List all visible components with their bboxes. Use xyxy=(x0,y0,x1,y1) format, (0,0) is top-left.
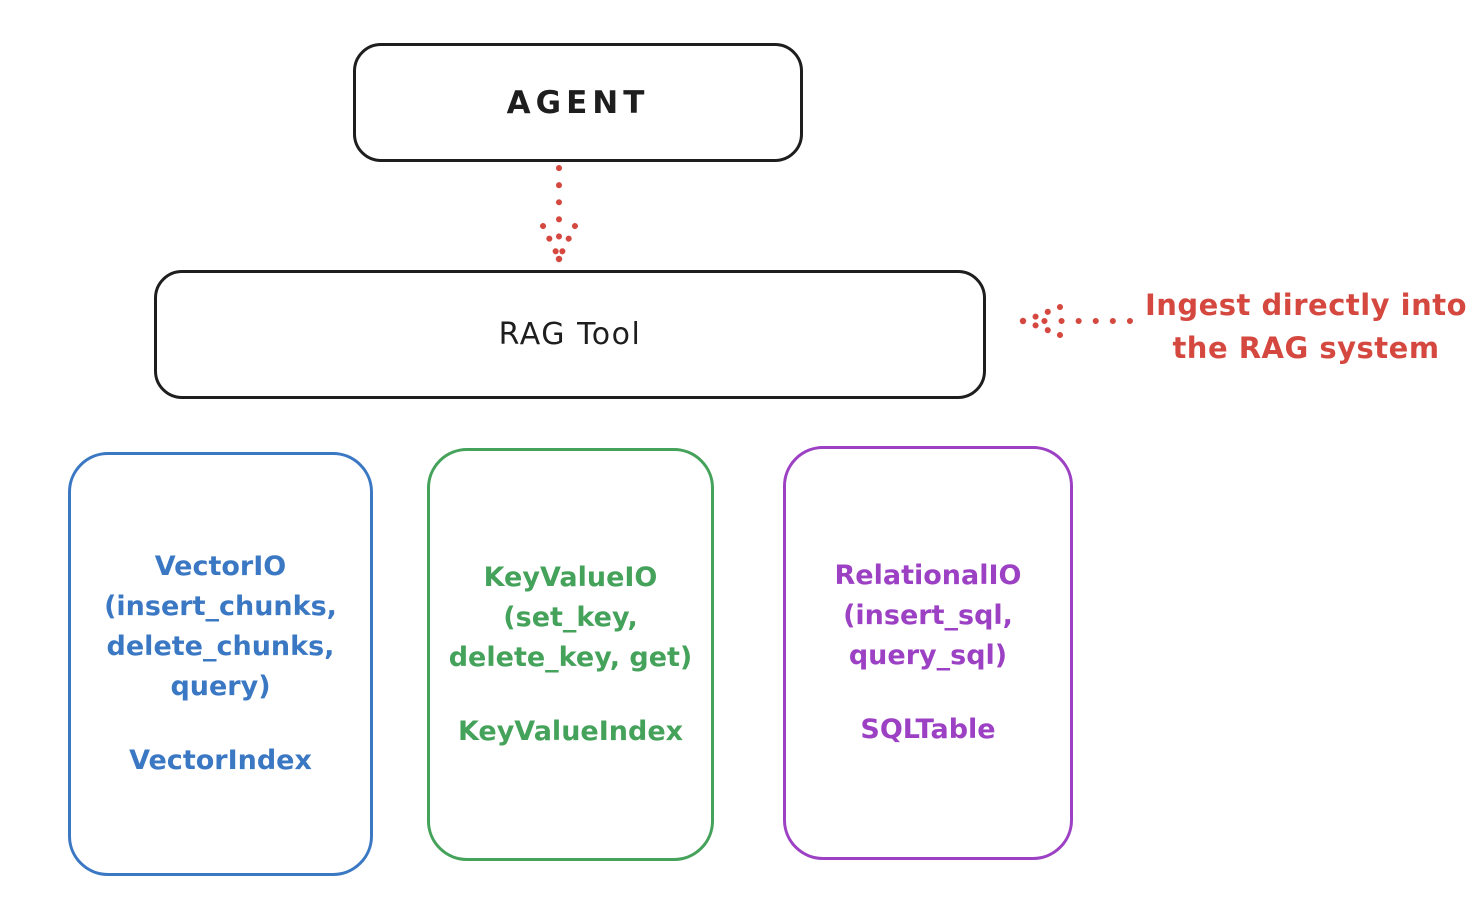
ingest-annotation-arrow xyxy=(1016,300,1136,342)
keyvalue-io-index-label: KeyValueIndex xyxy=(457,715,684,747)
keyvalue-io-methods-line: delete_key, get) xyxy=(448,641,693,673)
ingest-annotation: Ingest directly into the RAG system xyxy=(1138,284,1474,370)
relational-io-methods-line: (insert_sql, xyxy=(843,600,1013,631)
vector-io-methods-line: (insert_chunks, xyxy=(104,591,337,622)
vector-io-methods-line: delete_chunks, xyxy=(106,631,335,662)
relational-io-index-label: SQLTable xyxy=(860,714,996,745)
agent-to-rag-arrow xyxy=(532,162,582,264)
ingest-annotation-line1: Ingest directly into xyxy=(1144,288,1468,322)
rag-tool-node-label: RAG Tool xyxy=(498,317,642,352)
vector-io-methods-line: query) xyxy=(170,671,271,702)
vector-io-index-label: VectorIndex xyxy=(129,745,312,776)
dotted-arrow-left-icon xyxy=(1019,304,1133,338)
keyvalue-io-box: KeyValueIO (set_key, delete_key, get) Ke… xyxy=(427,448,714,861)
dotted-arrow-down-icon xyxy=(540,165,578,263)
relational-io-title: RelationalIO xyxy=(834,560,1022,591)
relational-io-box: RelationalIO (insert_sql, query_sql) SQL… xyxy=(783,446,1073,860)
keyvalue-io-methods-line: (set_key, xyxy=(503,601,638,633)
agent-node-label: AGENT xyxy=(506,84,650,121)
relational-io-methods-line: query_sql) xyxy=(848,640,1008,671)
keyvalue-io-title: KeyValueIO xyxy=(483,561,658,593)
agent-node: AGENT xyxy=(353,43,803,162)
vector-io-box: VectorIO (insert_chunks, delete_chunks, … xyxy=(68,452,373,876)
ingest-annotation-line2: the RAG system xyxy=(1172,331,1440,365)
vector-io-title: VectorIO xyxy=(154,551,287,582)
rag-tool-node: RAG Tool xyxy=(154,270,986,399)
